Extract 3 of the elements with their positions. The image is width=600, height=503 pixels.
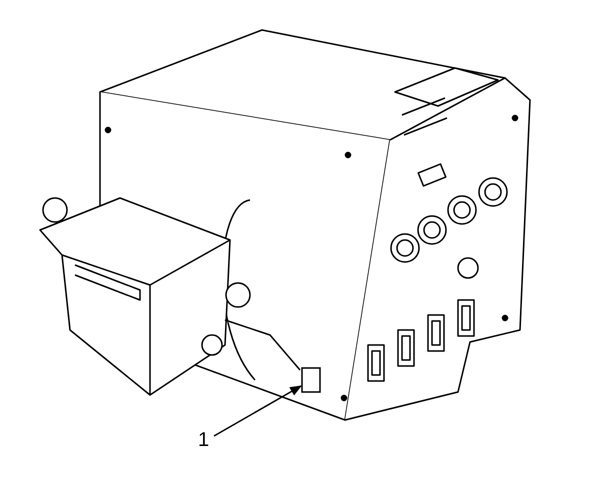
switch xyxy=(301,367,321,393)
callout-number: 1 xyxy=(198,429,210,451)
leader-line xyxy=(214,385,302,437)
